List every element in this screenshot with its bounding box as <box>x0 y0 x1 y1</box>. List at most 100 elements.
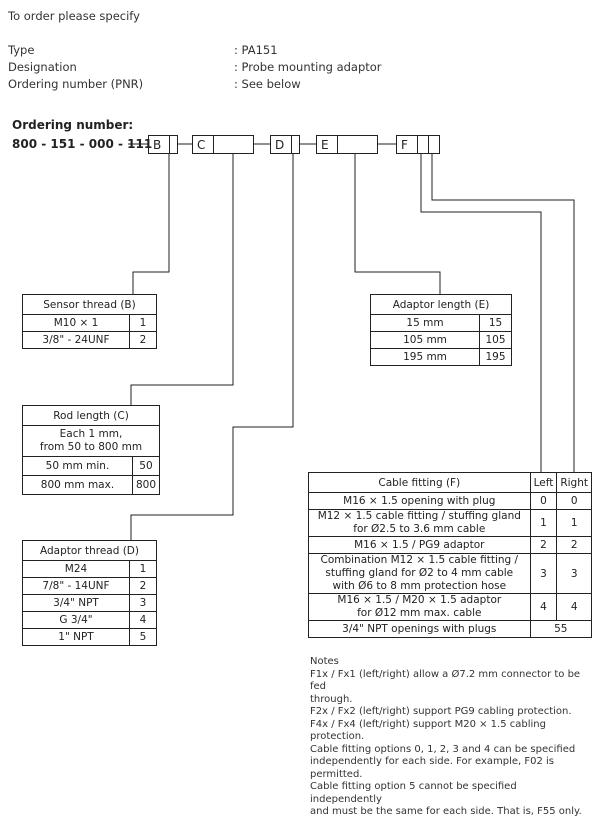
slot-b-letter: B <box>153 137 162 152</box>
slot-e-letter: E <box>321 137 329 152</box>
table-row: M16 × 1.5 / M20 × 1.5 adaptor for Ø12 mm… <box>308 593 592 621</box>
intro-text: To order please specify <box>8 9 140 23</box>
option-line: for Ø12 mm max. cable <box>357 607 482 619</box>
option-label: 3/8" - 24UNF <box>22 331 130 349</box>
rod-length-desc: Each 1 mm, from 50 to 800 mm <box>22 425 160 457</box>
option-label: 3/4" NPT <box>22 594 130 612</box>
option-code: 4 <box>129 611 157 629</box>
table-row: 105 mm 105 <box>370 331 512 349</box>
pnr-value: : See below <box>234 77 301 91</box>
rod-length-table: Rod length (C) Each 1 mm, from 50 to 800… <box>22 405 161 495</box>
sensor-thread-table: Sensor thread (B) M10 × 1 1 3/8" - 24UNF… <box>22 294 157 349</box>
option-code: 800 <box>131 475 161 495</box>
slot-c: C <box>192 135 254 154</box>
left-code: 4 <box>529 593 558 621</box>
option-label: 800 mm max. <box>22 475 133 495</box>
option-code: 1 <box>129 314 157 332</box>
option-code: 2 <box>129 577 157 595</box>
note-line: F2x / Fx2 (left/right) support PG9 cabli… <box>310 706 572 717</box>
option-line: stuffing gland for Ø2 to 4 mm cable <box>325 567 514 579</box>
type-label: Type <box>8 43 35 57</box>
notes-title: Notes <box>310 656 339 667</box>
option-label: 105 mm <box>370 331 480 349</box>
option-label: M10 × 1 <box>22 314 130 332</box>
table-row: M12 × 1.5 cable fitting / stuffing gland… <box>308 509 592 537</box>
table-row: 3/8" - 24UNF 2 <box>22 331 157 349</box>
note-line: F1x / Fx1 (left/right) allow a Ø7.2 mm c… <box>310 668 581 693</box>
note-line: Cable fitting options 0, 1, 2, 3 and 4 c… <box>310 743 576 755</box>
table-row: Each 1 mm, from 50 to 800 mm <box>22 425 160 457</box>
table-row: M10 × 1 1 <box>22 314 157 332</box>
option-code: 105 <box>479 331 512 349</box>
table-row: 3/4" NPT 3 <box>22 594 157 612</box>
option-line: M16 × 1.5 / PG9 adaptor <box>354 539 485 551</box>
note-line: Cable fitting option 5 cannot be specifi… <box>310 781 517 805</box>
option-line: Combination M12 × 1.5 cable fitting / <box>320 554 519 566</box>
slot-d: D <box>270 135 300 154</box>
option-label: Combination M12 × 1.5 cable fitting / st… <box>308 553 531 594</box>
pnr-label: Ordering number (PNR) <box>8 77 144 91</box>
table-row: G 3/4" 4 <box>22 611 157 629</box>
option-line: with Ø6 to 8 mm protection hose <box>332 580 507 592</box>
option-code: 195 <box>479 348 512 366</box>
adaptor-length-title: Adaptor length (E) <box>370 294 512 315</box>
col-right-header: Right <box>556 472 592 493</box>
ordering-title: Ordering number: <box>12 118 134 132</box>
slot-divider <box>169 136 170 153</box>
right-code: 4 <box>556 593 592 621</box>
slot-divider <box>213 136 214 153</box>
option-label: 7/8" - 14UNF <box>22 577 130 595</box>
option-line: M12 × 1.5 cable fitting / stuffing gland <box>317 510 521 522</box>
designation-value: : Probe mounting adaptor <box>234 60 382 74</box>
left-code: 2 <box>529 536 558 554</box>
sensor-thread-title: Sensor thread (B) <box>22 294 157 315</box>
option-label: 3/4" NPT openings with plugs <box>308 620 531 638</box>
table-row: 195 mm 195 <box>370 348 512 366</box>
option-code: 15 <box>479 314 512 332</box>
slot-divider <box>337 136 338 153</box>
slot-f-letter: F <box>401 137 408 152</box>
table-row: 1" NPT 5 <box>22 628 157 646</box>
cable-fitting-table: Cable fitting (F) Left Right M16 × 1.5 o… <box>308 472 593 638</box>
rod-length-desc-line1: Each 1 mm, <box>59 428 123 440</box>
table-row: Combination M12 × 1.5 cable fitting / st… <box>308 553 592 594</box>
rod-length-desc-line2: from 50 to 800 mm <box>39 441 143 453</box>
option-code: 2 <box>129 331 157 349</box>
adaptor-length-table: Adaptor length (E) 15 mm 15 105 mm 105 1… <box>370 294 512 366</box>
option-code: 1 <box>129 560 157 578</box>
designation-label: Designation <box>8 60 77 74</box>
right-code: 0 <box>556 492 592 510</box>
option-label: 1" NPT <box>22 628 130 646</box>
both-code: 55 <box>529 620 593 638</box>
slot-f: F <box>396 135 440 154</box>
table-row: 7/8" - 14UNF 2 <box>22 577 157 595</box>
right-code: 3 <box>556 553 592 594</box>
slot-c-letter: C <box>197 137 206 152</box>
option-label: M24 <box>22 560 130 578</box>
type-value: : PA151 <box>234 43 278 57</box>
table-row: 3/4" NPT openings with plugs 55 <box>308 620 593 638</box>
slot-b: B <box>148 135 178 154</box>
rod-length-title: Rod length (C) <box>22 405 160 426</box>
table-row: 50 mm min. 50 <box>22 456 161 476</box>
adaptor-thread-title: Adaptor thread (D) <box>22 540 157 561</box>
option-code: 3 <box>129 594 157 612</box>
diagram-lines <box>128 143 575 540</box>
slot-divider <box>291 136 292 153</box>
left-code: 0 <box>529 492 558 510</box>
slot-divider <box>428 136 429 153</box>
option-label: G 3/4" <box>22 611 130 629</box>
slot-d-letter: D <box>275 137 285 152</box>
option-code: 50 <box>131 456 161 476</box>
note-line: F4x / Fx4 (left/right) support M20 × 1.5… <box>310 718 546 743</box>
col-left-header: Left <box>529 472 558 493</box>
table-row: 15 mm 15 <box>370 314 512 332</box>
note-line: independently for each side. For example… <box>310 756 555 780</box>
option-line: M16 × 1.5 / M20 × 1.5 adaptor <box>337 594 502 606</box>
slot-divider <box>417 136 428 153</box>
note-line: and must be the same for each side. That… <box>310 806 582 817</box>
notes: Notes F1x / Fx1 (left/right) allow a Ø7.… <box>310 656 590 819</box>
slot-e: E <box>316 135 378 154</box>
cable-fitting-title: Cable fitting (F) <box>308 472 531 493</box>
ordering-prefix: 800 - 151 - 000 - 111 <box>12 137 153 151</box>
